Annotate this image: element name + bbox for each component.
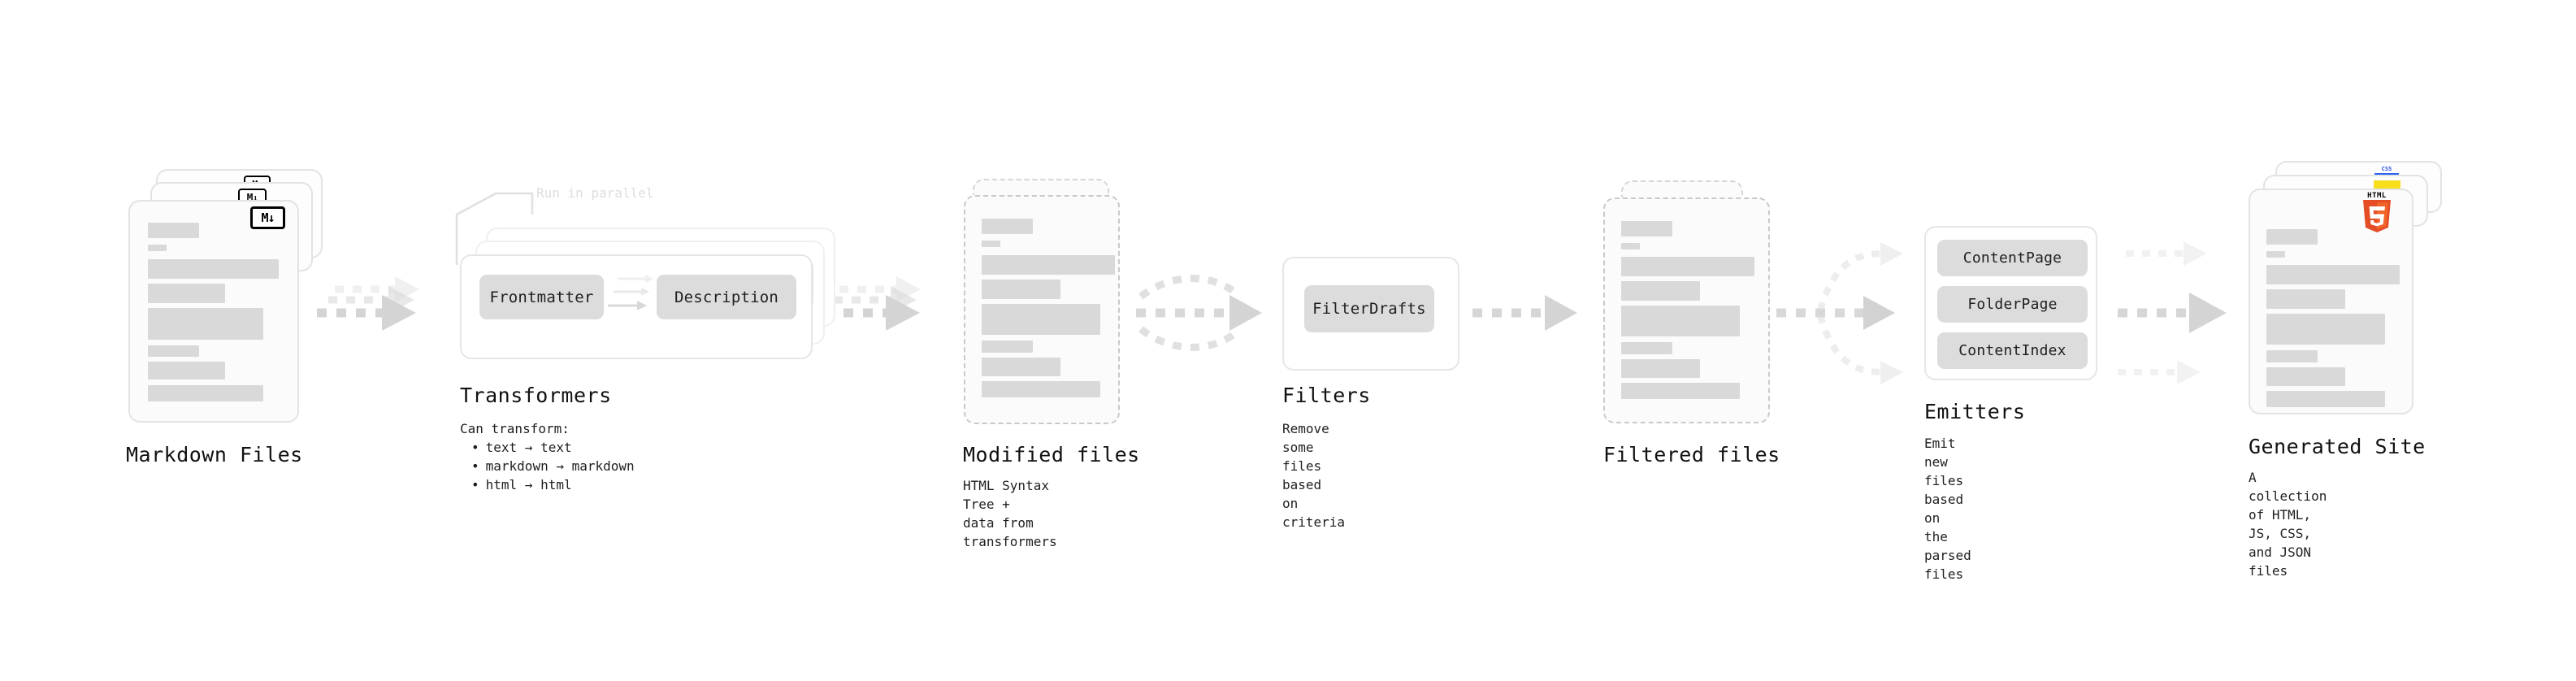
skeleton-bar (2266, 391, 2385, 407)
emitter-chip-contentindex[interactable]: ContentIndex (1937, 332, 2088, 369)
skeleton-bar (1621, 281, 1700, 301)
transformers-bullet-0: text → text (471, 438, 635, 457)
transformers-capability-list: Can transform: text → text markdown → ma… (460, 419, 635, 494)
skeleton-bar (982, 340, 1033, 353)
skeleton-bar (2266, 229, 2318, 245)
skeleton-bar (2266, 251, 2285, 258)
filtered-sheet-front (1603, 197, 1770, 423)
skeleton-bar (148, 362, 225, 380)
skeleton-bar (982, 304, 1100, 335)
transformers-bullets: text → text markdown → markdown html → h… (460, 438, 635, 494)
transformers-lead: Can transform: (460, 421, 570, 436)
transformers-bullet-2: html → html (471, 475, 635, 494)
html5-badge: HTML (2361, 192, 2393, 236)
html5-badge-label: HTML (2367, 192, 2387, 200)
markdown-badge-front: M↓ (250, 206, 285, 229)
emitters-box: ContentPage FolderPage ContentIndex (1924, 226, 2097, 380)
stage-title-emitters: Emitters (1924, 400, 2026, 423)
skeleton-bar (2266, 314, 2385, 345)
transformers-bullet-1: markdown → markdown (471, 457, 635, 475)
css-badge: CSS (2374, 166, 2399, 176)
skeleton-bar (982, 219, 1033, 234)
skeleton-bar (148, 385, 263, 401)
skeleton-bar (1621, 257, 1754, 276)
arrow-modified-to-filters (1136, 275, 1262, 351)
skeleton-bar (148, 259, 279, 279)
arrow-emitters-to-site (2118, 241, 2227, 384)
skeleton-bar (1621, 306, 1740, 336)
skeleton-bar (1621, 243, 1640, 249)
arrow-markdown-to-transformers (317, 276, 419, 331)
skeleton-bar (1621, 383, 1740, 399)
css-badge-bar (2374, 173, 2399, 176)
skeleton-bar (2266, 350, 2318, 362)
stage-title-transformers: Transformers (460, 384, 612, 407)
filter-chip-filterdrafts[interactable]: FilterDrafts (1304, 285, 1434, 332)
stage-subtitle-generated-site: A collection of HTML, JS, CSS, and JSON … (2249, 470, 2327, 579)
stage-title-generated-site: Generated Site (2249, 435, 2426, 458)
skeleton-bar (148, 345, 199, 357)
stage-title-filtered-files: Filtered files (1603, 443, 1780, 466)
html5-shield-icon (2363, 200, 2391, 232)
stage-title-modified-files: Modified files (963, 443, 1140, 466)
skeleton-bar (982, 381, 1100, 397)
skeleton-bar (2266, 265, 2400, 284)
parallel-label: Run in parallel (536, 185, 654, 201)
skeleton-bar (148, 223, 199, 238)
site-sheet-front (2249, 189, 2413, 414)
stage-subtitle-filters: Remove some files based on criteria (1282, 421, 1346, 530)
skeleton-bar (148, 308, 263, 340)
skeleton-bar (982, 280, 1060, 299)
skeleton-bar (148, 245, 167, 251)
markdown-sheet-front (128, 200, 299, 423)
modified-sheet-front (964, 195, 1120, 424)
skeleton-bar (1621, 342, 1672, 354)
stage-subtitle-modified-files: HTML Syntax Tree + data from transformer… (963, 478, 1057, 549)
arrow-filters-to-filtered (1472, 295, 1577, 331)
css-badge-label: CSS (2381, 166, 2392, 172)
skeleton-bar (982, 241, 1000, 247)
skeleton-bar (1621, 221, 1672, 236)
skeleton-bar (2266, 367, 2345, 386)
skeleton-bar (1621, 359, 1700, 378)
arrow-filtered-to-emitters (1776, 242, 1903, 384)
stage-subtitle-emitters: Emit new files based on the parsed files (1924, 436, 1971, 582)
stage-title-markdown-files: Markdown Files (126, 443, 303, 466)
emitter-chip-contentpage[interactable]: ContentPage (1937, 240, 2088, 276)
skeleton-bar (2266, 289, 2345, 309)
transformer-box-front: Frontmatter Description (460, 254, 813, 359)
skeleton-bar (982, 255, 1115, 275)
arrow-transformers-to-modified (824, 276, 921, 331)
filters-box: FilterDrafts (1282, 257, 1459, 371)
emitter-chip-folderpage[interactable]: FolderPage (1937, 286, 2088, 323)
stage-title-filters: Filters (1282, 384, 1371, 407)
transformer-chip-frontmatter[interactable]: Frontmatter (479, 275, 604, 319)
skeleton-bar (148, 284, 225, 303)
skeleton-bar (982, 358, 1060, 376)
transformer-chip-description[interactable]: Description (657, 275, 796, 319)
